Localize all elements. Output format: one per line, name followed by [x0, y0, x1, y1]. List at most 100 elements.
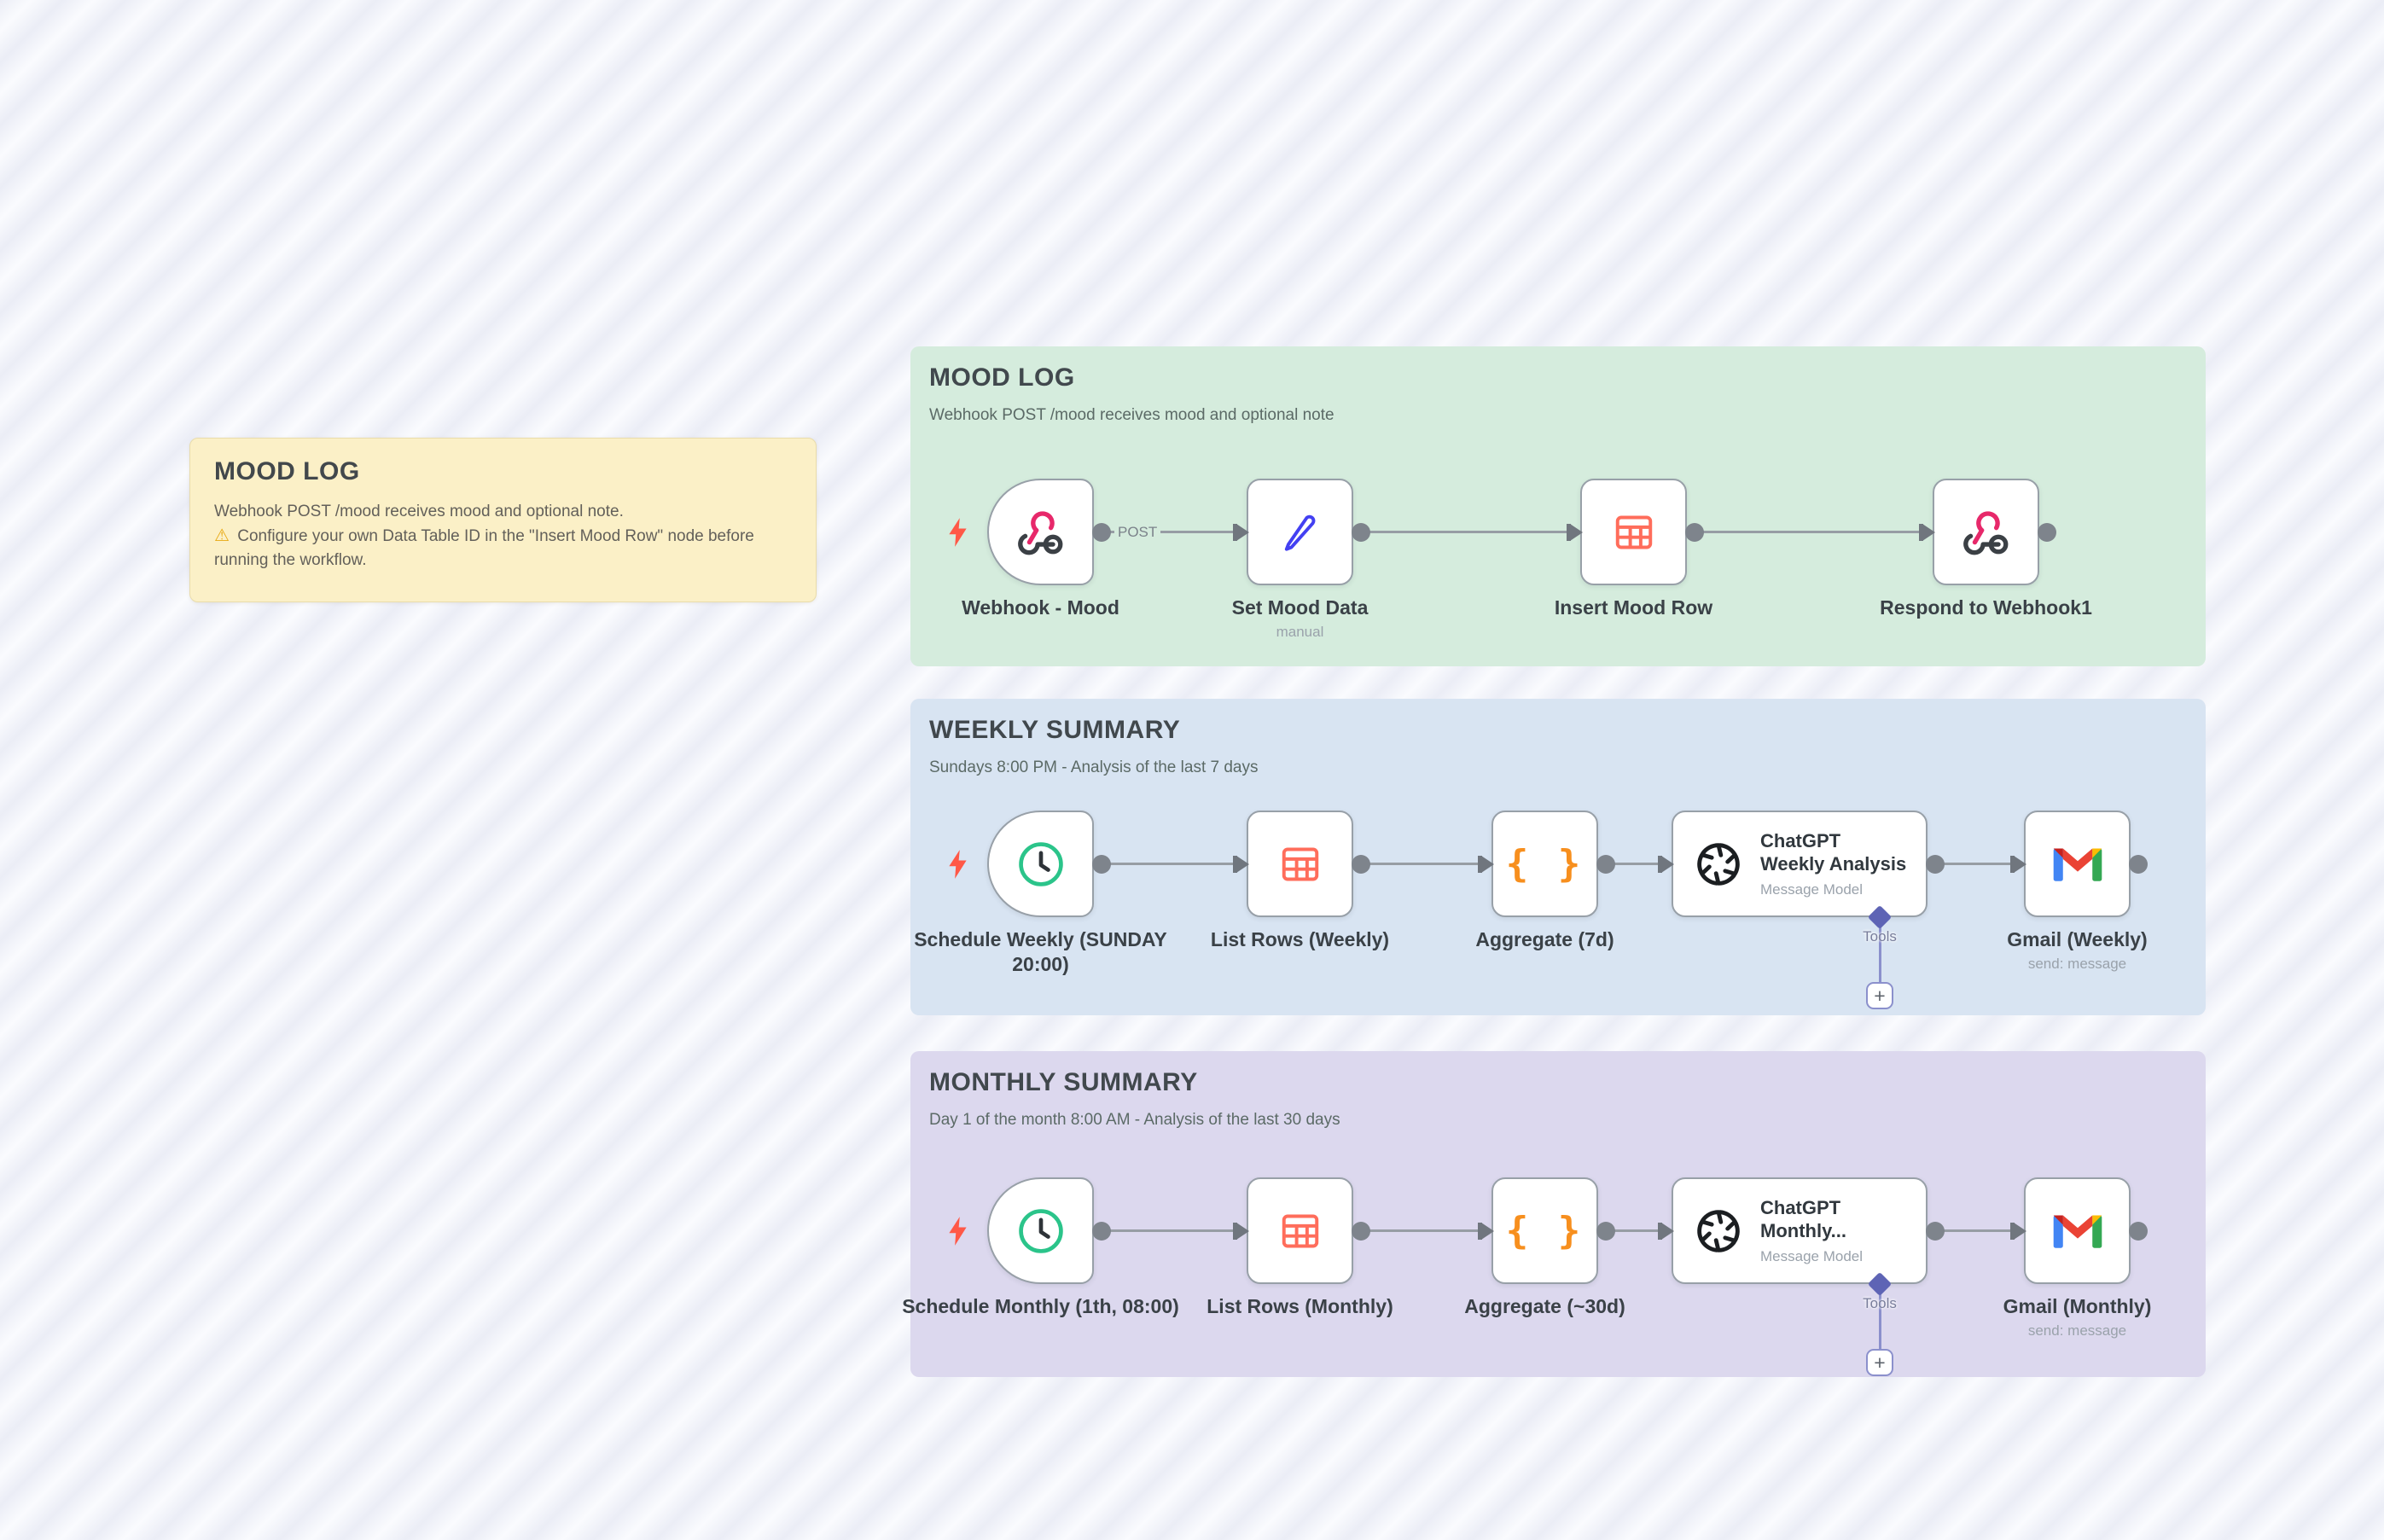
node-label: Aggregate (7d) — [1475, 928, 1614, 950]
output-port[interactable] — [1596, 854, 1615, 874]
node-sublabel: manual — [1276, 624, 1324, 640]
output-port[interactable] — [2129, 1221, 2148, 1241]
node-set-mood-data[interactable] — [1247, 479, 1353, 585]
tools-label: Tools — [1863, 1295, 1897, 1311]
connection-line — [1612, 863, 1660, 865]
connection-line — [1108, 531, 1235, 533]
clock-icon — [1015, 839, 1067, 890]
tools-label: Tools — [1863, 928, 1897, 944]
sticky-note[interactable]: MOOD LOG Webhook POST /mood receives moo… — [189, 438, 817, 602]
connection-line — [1367, 1229, 1480, 1232]
braces-icon: { } — [1505, 842, 1584, 886]
sticky-note-title: MOOD LOG — [214, 457, 360, 485]
node-aggregate-7d[interactable]: { } — [1491, 811, 1598, 917]
node-label: Gmail (Weekly) — [2007, 928, 2148, 950]
output-port[interactable] — [1926, 1221, 1945, 1241]
node-webhook-mood[interactable] — [987, 479, 1094, 585]
output-port[interactable] — [1092, 522, 1111, 542]
connection-line — [1941, 863, 2012, 865]
add-tool-button[interactable]: + — [1866, 1349, 1893, 1376]
input-port-arrow[interactable] — [1236, 523, 1249, 541]
output-port[interactable] — [2038, 522, 2056, 542]
input-port-arrow[interactable] — [2014, 855, 2026, 873]
input-port-arrow[interactable] — [1661, 1222, 1674, 1240]
connection-line — [1941, 1229, 2012, 1232]
input-port-bar[interactable] — [1478, 1222, 1482, 1240]
node-label: Gmail (Monthly) — [2003, 1295, 2152, 1317]
connection-line — [1612, 1229, 1660, 1232]
node-label: Insert Mood Row — [1554, 596, 1713, 619]
node-label: Webhook - Mood — [962, 596, 1119, 619]
input-port-bar[interactable] — [1658, 855, 1662, 873]
output-port[interactable] — [1596, 1221, 1615, 1241]
sticky-note-body: Webhook POST /mood receives mood and opt… — [214, 500, 792, 572]
section-mood-log[interactable]: MOOD LOG Webhook POST /mood receives moo… — [910, 346, 2206, 666]
input-port-bar[interactable] — [1478, 855, 1482, 873]
node-list-rows-monthly[interactable] — [1247, 1177, 1353, 1284]
input-port-arrow[interactable] — [1922, 523, 1935, 541]
output-port[interactable] — [1926, 854, 1945, 874]
section-title: MOOD LOG — [929, 363, 1075, 392]
trigger-bolt-icon — [946, 517, 969, 552]
connection-line — [1367, 531, 1568, 533]
output-port[interactable] — [1092, 1221, 1111, 1241]
output-port[interactable] — [1352, 522, 1370, 542]
trigger-bolt-icon — [946, 849, 969, 884]
input-port-arrow[interactable] — [1236, 855, 1249, 873]
warning-icon: ⚠ — [214, 526, 230, 545]
connection-line — [1701, 531, 1921, 533]
input-port-arrow[interactable] — [2014, 1222, 2026, 1240]
section-weekly-summary[interactable]: WEEKLY SUMMARY Sundays 8:00 PM - Analysi… — [910, 699, 2206, 1015]
tools-connection-line — [1878, 1291, 1881, 1351]
output-port[interactable] — [1092, 854, 1111, 874]
node-chatgpt-monthly[interactable]: ChatGPT Monthly...Message Model — [1672, 1177, 1928, 1284]
input-port-bar[interactable] — [1567, 523, 1571, 541]
add-tool-button[interactable]: + — [1866, 982, 1893, 1009]
node-label: Respond to Webhook1 — [1880, 596, 2092, 619]
webhook-icon — [1960, 506, 2013, 559]
node-aggregate-30d[interactable]: { } — [1491, 1177, 1598, 1284]
node-respond-to-webhook1[interactable] — [1933, 479, 2039, 585]
output-port[interactable] — [1352, 1221, 1370, 1241]
input-port-bar[interactable] — [1658, 1222, 1662, 1240]
node-subtitle: Message Model — [1760, 881, 1864, 898]
input-port-bar[interactable] — [2010, 855, 2015, 873]
node-gmail-weekly[interactable] — [2024, 811, 2131, 917]
section-monthly-summary[interactable]: MONTHLY SUMMARY Day 1 of the month 8:00 … — [902, 1051, 2206, 1377]
node-label: Aggregate (~30d) — [1464, 1295, 1625, 1317]
sticky-note-line1: Webhook POST /mood receives mood and opt… — [214, 503, 624, 520]
node-schedule-monthly[interactable] — [987, 1177, 1094, 1284]
section-title: MONTHLY SUMMARY — [929, 1068, 1198, 1096]
node-label: Set Mood Data — [1231, 596, 1369, 619]
node-gmail-monthly[interactable] — [2024, 1177, 2131, 1284]
table-icon — [1610, 508, 1658, 556]
input-port-arrow[interactable] — [1661, 855, 1674, 873]
node-sublabel: send: message — [2027, 956, 2127, 972]
input-port-arrow[interactable] — [1570, 523, 1583, 541]
input-port-arrow[interactable] — [1481, 855, 1494, 873]
nodes-layer: Schedule Weekly (SUNDAY 20:00)List Rows … — [910, 699, 2206, 1015]
input-port-bar[interactable] — [1233, 523, 1237, 541]
output-port[interactable] — [1685, 522, 1704, 542]
connection-line — [1108, 863, 1235, 865]
gmail-icon — [2050, 1210, 2105, 1252]
connection-line — [1108, 1229, 1235, 1232]
input-port-bar[interactable] — [1919, 523, 1923, 541]
input-port-arrow[interactable] — [1481, 1222, 1494, 1240]
section-subtitle: Day 1 of the month 8:00 AM - Analysis of… — [929, 1111, 1340, 1129]
braces-icon: { } — [1505, 1209, 1584, 1252]
connection-line — [1367, 863, 1480, 865]
section-subtitle: Webhook POST /mood receives mood and opt… — [929, 406, 1334, 424]
node-schedule-weekly[interactable] — [987, 811, 1094, 917]
output-port[interactable] — [2129, 854, 2148, 874]
input-port-bar[interactable] — [1233, 855, 1237, 873]
input-port-arrow[interactable] — [1236, 1222, 1249, 1240]
node-insert-mood-row[interactable] — [1580, 479, 1687, 585]
node-list-rows-weekly[interactable] — [1247, 811, 1353, 917]
trigger-bolt-icon — [946, 1216, 969, 1251]
input-port-bar[interactable] — [2010, 1222, 2015, 1240]
input-port-bar[interactable] — [1233, 1222, 1237, 1240]
output-port[interactable] — [1352, 854, 1370, 874]
